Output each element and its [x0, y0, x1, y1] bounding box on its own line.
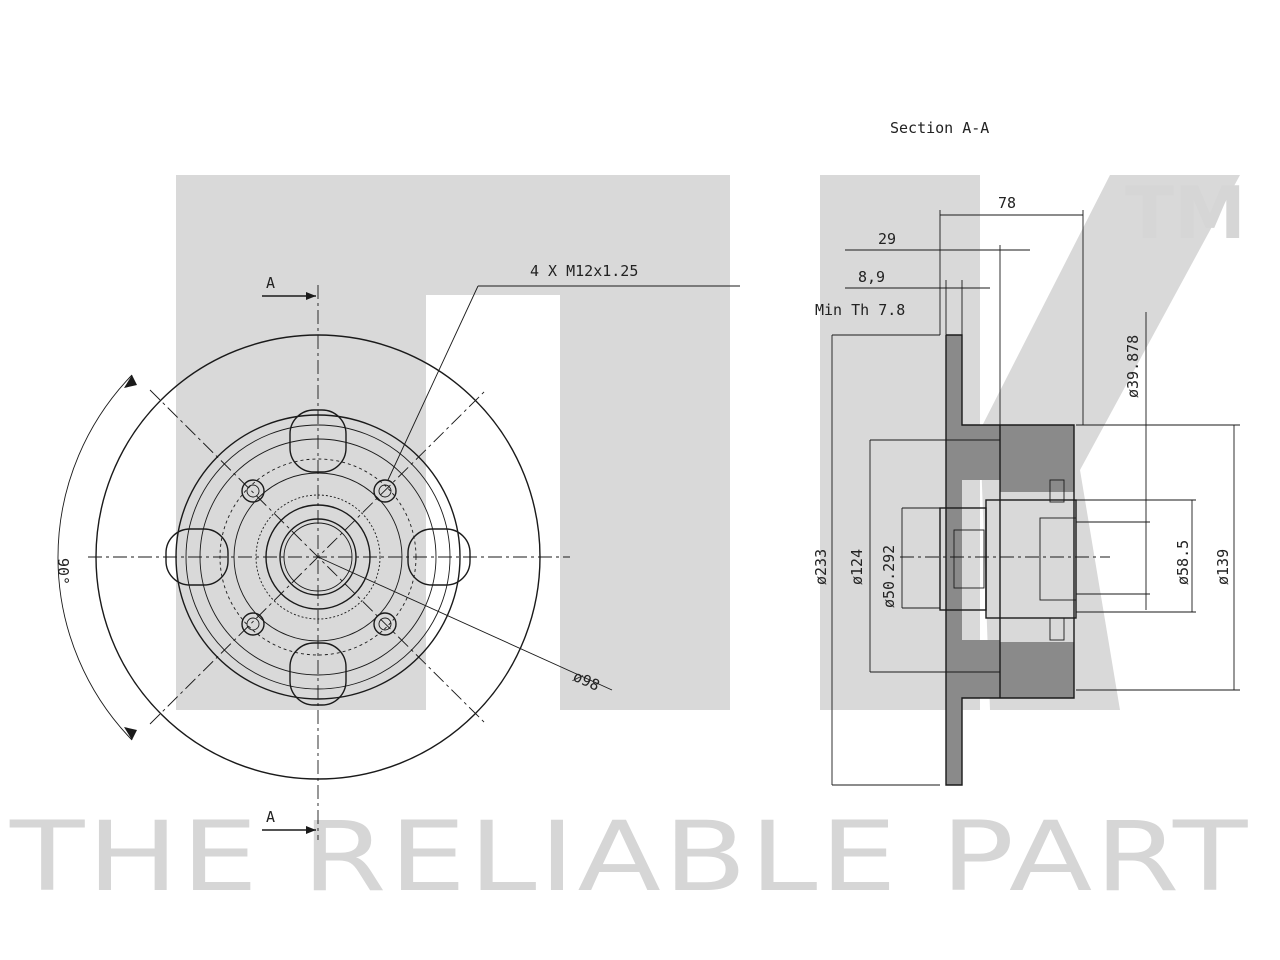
- dim-29: 29: [878, 230, 896, 248]
- section-title: Section A-A: [890, 119, 989, 137]
- dim-58-5: ø58.5: [1174, 540, 1192, 585]
- svg-text:A: A: [266, 274, 275, 292]
- section-view: [900, 334, 1110, 786]
- dim-min-th: Min Th 7.8: [815, 301, 905, 319]
- dim-78: 78: [998, 194, 1016, 212]
- section-marker-top: A: [262, 274, 316, 300]
- section-marker-bottom: A: [262, 808, 316, 834]
- angle-dimension: 90°: [54, 374, 137, 741]
- svg-text:90°: 90°: [54, 558, 72, 585]
- lobe-bottom: [289, 642, 347, 706]
- dim-39: ø39.878: [1124, 335, 1142, 398]
- dim-124: ø124: [848, 549, 866, 585]
- dim-8-9: 8,9: [858, 268, 885, 286]
- svg-text:4 X M12x1.25: 4 X M12x1.25: [530, 262, 638, 280]
- hub-outer-circle: [175, 414, 461, 700]
- trademark-mark: TM: [1125, 171, 1246, 255]
- dim-233: ø233: [812, 549, 830, 585]
- lobe-right: [407, 528, 471, 586]
- bolt-holes: [241, 479, 397, 636]
- dim-139: ø139: [1214, 549, 1232, 585]
- lobe-left: [165, 528, 229, 586]
- dim-50: ø50.292: [880, 545, 898, 608]
- lobe-top: [289, 409, 347, 473]
- slogan-watermark: THE RELIABLE PART: [9, 801, 1250, 913]
- section-dimensions: 78 29 8,9 Min Th 7.8 ø233 ø124 ø50.292 ø…: [812, 194, 1240, 786]
- svg-text:A: A: [266, 808, 275, 826]
- nk-logo-watermark: [176, 175, 1240, 710]
- front-view: [88, 285, 570, 840]
- thread-callout: 4 X M12x1.25: [387, 262, 740, 481]
- outer-disc-circle: [95, 334, 541, 780]
